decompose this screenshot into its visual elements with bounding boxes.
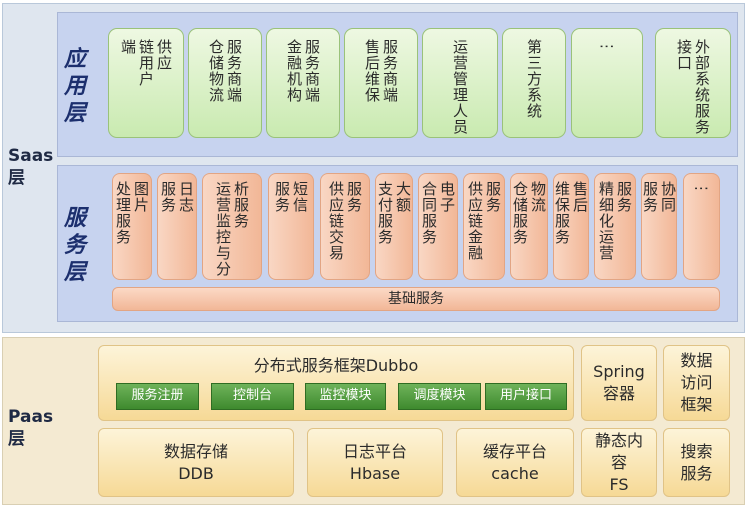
service-box: 析服务运营监控与分 — [202, 173, 262, 280]
app-box: 运营管理人员 — [422, 28, 498, 138]
service-box: 售后维保服务 — [553, 173, 589, 280]
ddb-text: DDB — [178, 463, 214, 483]
fs-text: 静态内 — [594, 430, 643, 450]
service-box-text: 大额 — [394, 181, 412, 213]
spring-container-text: Spring — [593, 362, 645, 381]
dubbo-module: 监控模块 — [305, 383, 386, 410]
hbase-text: Hbase — [349, 463, 401, 483]
paas-label: Paas 层 — [8, 407, 54, 449]
hbase-text: 日志平台 — [342, 441, 407, 461]
fs-text: 容 — [610, 452, 627, 472]
app-box-text: 服务商端 — [303, 39, 321, 103]
service-box-text: 供应链交易 — [327, 181, 345, 261]
dubbo-title: 分布式服务框架Dubbo — [253, 356, 419, 375]
app-box-text: 第三方系统 — [525, 39, 543, 119]
ddb-text: 数据存储 — [163, 441, 228, 461]
app-box-text: 服务商端 — [381, 39, 399, 103]
app-box-text: 链用户 — [137, 39, 155, 87]
service-box-text: 处理服务 — [114, 181, 132, 245]
app-box-text: 端 — [119, 39, 137, 55]
service-box-text: 供应链金融 — [466, 181, 484, 261]
service-box: ⋮ — [683, 173, 720, 280]
service-box-text: 服务 — [484, 181, 502, 213]
service-box: 服务精细化运营 — [594, 173, 636, 280]
service-box-text: 服务 — [159, 181, 177, 213]
app-box-text: 服务商端 — [225, 39, 243, 103]
service-box: 图片处理服务 — [112, 173, 152, 280]
dubbo-module: 用户接口 — [485, 383, 567, 410]
service-layer-label: 服务层 — [63, 206, 86, 285]
service-box-text: 图片 — [132, 181, 150, 213]
service-box-text: 仓储服务 — [511, 181, 529, 245]
spring-container: Spring 容器 — [581, 345, 657, 421]
app-layer-label: 应用层 — [63, 47, 86, 126]
service-box-text: 维保服务 — [553, 181, 571, 245]
service-box: 日志服务 — [157, 173, 197, 280]
service-box-text: 服务 — [615, 181, 633, 213]
spring-container-text: 容器 — [602, 384, 635, 403]
app-box-text: 售后维保 — [363, 39, 381, 103]
saas-label: Saas 层 — [8, 146, 54, 188]
app-box: ⋮ — [571, 28, 643, 138]
service-box: 服务供应链交易 — [320, 173, 370, 280]
service-box-text: 售后 — [571, 181, 589, 213]
fs-text: FS — [609, 474, 629, 494]
service-box: 大额支付服务 — [375, 173, 413, 280]
service-box-text: 服务 — [273, 181, 291, 213]
data-access-framework: 数据访问框架 — [663, 345, 730, 421]
service-box: 电子合同服务 — [418, 173, 458, 280]
data-access-text: 数据 — [680, 351, 713, 370]
cache-text: 缓存平台 — [482, 441, 547, 461]
search-text: 服务 — [680, 463, 713, 483]
app-box-text: 供应 — [155, 39, 173, 71]
service-box-text: ⋮ — [692, 181, 711, 197]
dubbo-module: 控制台 — [211, 383, 294, 410]
app-box-text: 运营管理人员 — [451, 39, 469, 135]
app-box: 服务商端金融机构 — [266, 28, 340, 138]
app-box-text: 金融机构 — [285, 39, 303, 103]
service-box-text: 短信 — [291, 181, 309, 213]
service-box-text: 服务 — [345, 181, 363, 213]
service-box-text: 支付服务 — [376, 181, 394, 245]
app-box: 外部系统服务接口 — [655, 28, 731, 138]
service-box: 物流仓储服务 — [510, 173, 548, 280]
service-box-text: 服务 — [641, 181, 659, 213]
service-box: 服务供应链金融 — [463, 173, 505, 280]
base-services-bar: 基础服务 — [112, 287, 720, 311]
cache-text: cache — [491, 463, 539, 483]
service-box-text: 物流 — [529, 181, 547, 213]
app-box: 供应链用户端 — [108, 28, 184, 138]
service-box-text: 析服务 — [232, 181, 250, 229]
search-service: 搜索服务 — [663, 428, 730, 497]
search-text: 搜索 — [680, 441, 713, 461]
app-box: 服务商端售后维保 — [344, 28, 418, 138]
service-box-text: 运营监控与分 — [214, 181, 232, 277]
dubbo-module: 服务注册 — [116, 383, 199, 410]
service-box: 短信服务 — [268, 173, 314, 280]
data-access-text: 框架 — [680, 395, 713, 414]
app-box: 服务商端仓储物流 — [188, 28, 262, 138]
dubbo-module: 调度模块 — [398, 383, 481, 410]
app-box: 第三方系统 — [502, 28, 566, 138]
app-box-text: 仓储物流 — [207, 39, 225, 103]
service-box-text: 电子 — [438, 181, 456, 213]
app-box-text: 接口 — [675, 39, 693, 71]
service-box-text: 协同 — [659, 181, 677, 213]
app-box-text: 外部系统服务 — [693, 39, 711, 135]
app-box-text: ⋮ — [598, 39, 616, 55]
service-box-text: 合同服务 — [420, 181, 438, 245]
service-box-text: 日志 — [177, 181, 195, 213]
service-box: 协同服务 — [641, 173, 677, 280]
data-access-text: 访问 — [680, 373, 713, 392]
service-box-text: 精细化运营 — [597, 181, 615, 261]
